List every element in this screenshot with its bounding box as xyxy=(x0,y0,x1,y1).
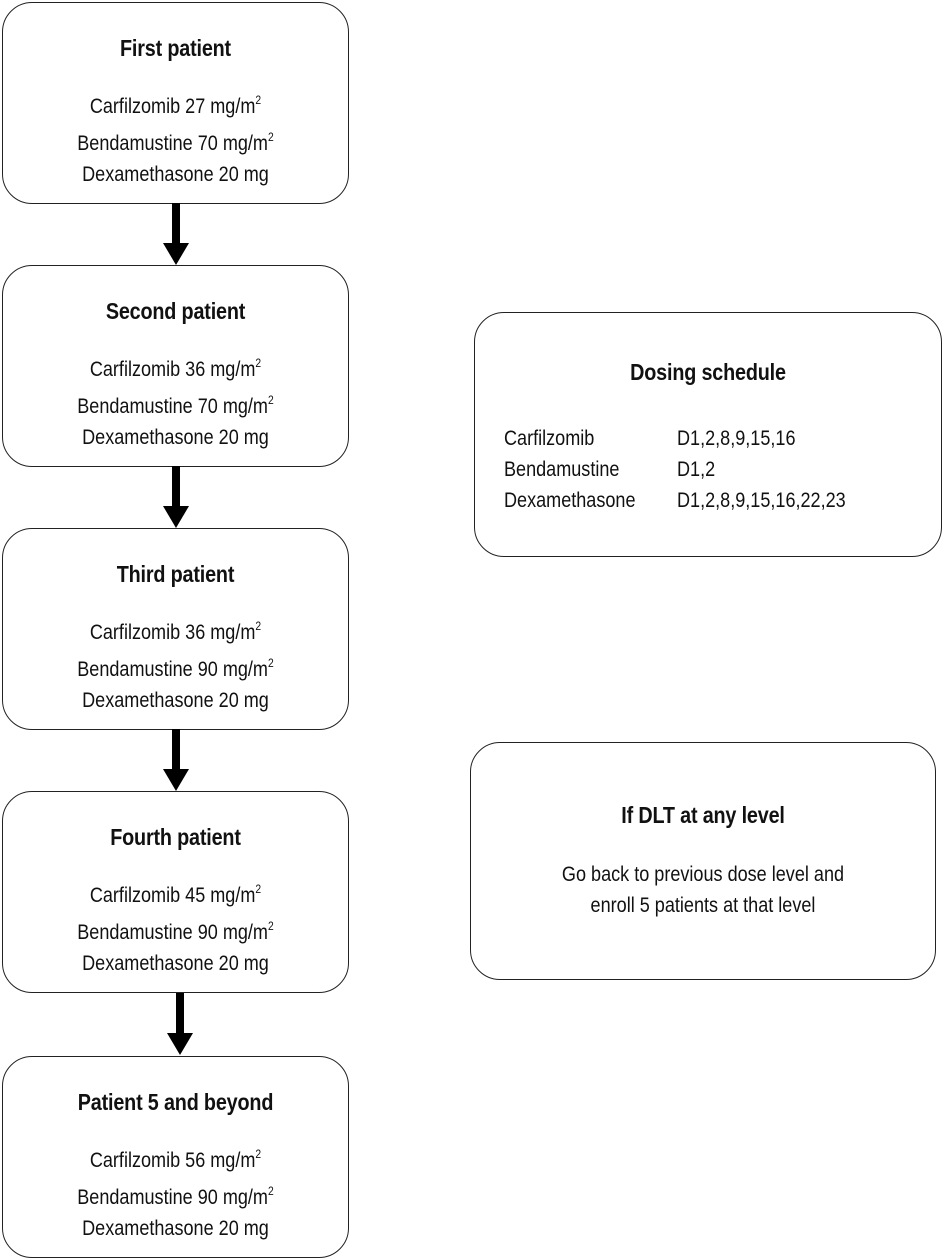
carfilzomib-dose: Carfilzomib 27 mg/m2 xyxy=(89,93,262,118)
dexamethasone-dose: Dexamethasone 20 mg xyxy=(82,952,269,975)
dexamethasone-dose: Dexamethasone 20 mg xyxy=(82,426,269,449)
schedule-days: D1,2,8,9,15,16 xyxy=(677,427,796,450)
schedule-days: D1,2,8,9,15,16,22,23 xyxy=(677,489,846,512)
dlt-rule-line-2: enroll 5 patients at that level xyxy=(590,894,816,917)
bendamustine-dose: Bendamustine 70 mg/m2 xyxy=(77,130,274,155)
patient-box-third: Third patient Carfilzomib 36 mg/m2 Benda… xyxy=(2,528,349,730)
dlt-rule-title: If DLT at any level xyxy=(621,802,785,828)
schedule-drug: Dexamethasone xyxy=(504,489,636,512)
carfilzomib-dose: Carfilzomib 36 mg/m2 xyxy=(89,356,262,381)
patient-title: Patient 5 and beyond xyxy=(77,1089,274,1115)
dlt-rule-line-1: Go back to previous dose level and xyxy=(561,863,845,886)
patient-title: Fourth patient xyxy=(110,824,241,850)
bendamustine-dose: Bendamustine 90 mg/m2 xyxy=(77,1184,274,1209)
dosing-schedule-title: Dosing schedule xyxy=(630,359,786,385)
dosing-schedule-table: Carfilzomib D1,2,8,9,15,16 Bendamustine … xyxy=(504,423,873,516)
carfilzomib-dose: Carfilzomib 56 mg/m2 xyxy=(89,1147,262,1172)
patient-title: Third patient xyxy=(116,561,235,587)
schedule-drug: Bendamustine xyxy=(504,458,620,481)
bendamustine-dose: Bendamustine 90 mg/m2 xyxy=(77,656,274,681)
carfilzomib-dose: Carfilzomib 36 mg/m2 xyxy=(89,619,262,644)
carfilzomib-dose: Carfilzomib 45 mg/m2 xyxy=(89,882,262,907)
flow-arrow xyxy=(163,729,189,791)
patient-box-second: Second patient Carfilzomib 36 mg/m2 Bend… xyxy=(2,265,349,467)
patient-box-fifth-and-beyond: Patient 5 and beyond Carfilzomib 56 mg/m… xyxy=(2,1056,349,1258)
schedule-drug: Carfilzomib xyxy=(504,427,595,450)
schedule-row-dexamethasone: Dexamethasone D1,2,8,9,15,16,22,23 xyxy=(504,485,873,516)
bendamustine-dose: Bendamustine 90 mg/m2 xyxy=(77,919,274,944)
bendamustine-dose: Bendamustine 70 mg/m2 xyxy=(77,393,274,418)
dosing-schedule-box: Dosing schedule Carfilzomib D1,2,8,9,15,… xyxy=(474,312,942,557)
schedule-row-bendamustine: Bendamustine D1,2 xyxy=(504,454,873,485)
dexamethasone-dose: Dexamethasone 20 mg xyxy=(82,689,269,712)
flow-arrow xyxy=(163,203,189,265)
dlt-rule-box: If DLT at any level Go back to previous … xyxy=(470,742,936,980)
patient-title: Second patient xyxy=(105,298,246,324)
flow-arrow xyxy=(163,466,189,528)
schedule-days: D1,2 xyxy=(677,458,716,481)
schedule-row-carfilzomib: Carfilzomib D1,2,8,9,15,16 xyxy=(504,423,873,454)
flow-arrow xyxy=(167,993,193,1055)
patient-box-fourth: Fourth patient Carfilzomib 45 mg/m2 Bend… xyxy=(2,791,349,993)
patient-box-first: First patient Carfilzomib 27 mg/m2 Benda… xyxy=(2,2,349,204)
dexamethasone-dose: Dexamethasone 20 mg xyxy=(82,163,269,186)
dexamethasone-dose: Dexamethasone 20 mg xyxy=(82,1217,269,1240)
patient-title: First patient xyxy=(120,35,231,61)
